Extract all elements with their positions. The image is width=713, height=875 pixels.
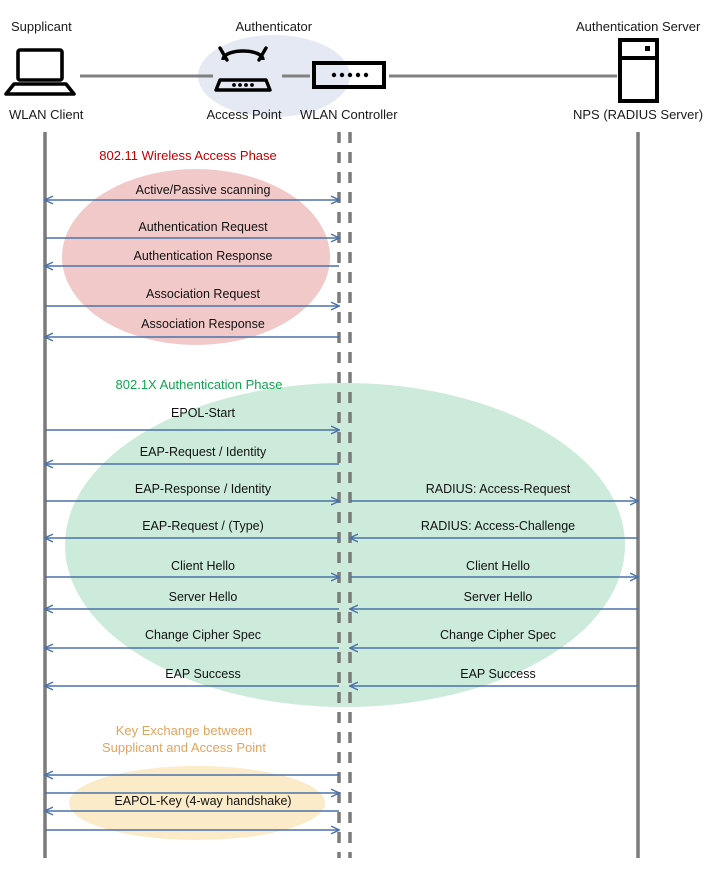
network-switch-icon <box>312 61 386 89</box>
message-label-m04: Association Request <box>146 287 260 301</box>
message-label-m11: Server Hello <box>168 590 238 604</box>
message-label-m06: EPOL-Start <box>171 406 235 420</box>
message-label-m13: EAP Success <box>165 667 241 681</box>
actor-role-access-point: Authenticator <box>235 19 313 34</box>
message-label-m01: Active/Passive scanning <box>135 183 271 197</box>
key-exchange-phase-ellipse <box>69 766 325 840</box>
server-rack-icon <box>618 38 659 103</box>
authenticator-group-ellipse-shape <box>198 35 350 117</box>
message-label-m18: Change Cipher Spec <box>439 628 557 642</box>
dot1x-authentication-phase-ellipse <box>65 383 625 707</box>
message-arrows <box>45 200 638 830</box>
authenticator-group-ellipse <box>198 35 350 117</box>
device-icons <box>4 38 659 103</box>
actor-lifelines <box>43 132 640 858</box>
message-label-m16: Client Hello <box>466 559 530 573</box>
actor-name-access-point: Access Point <box>206 107 282 122</box>
message-label-m08: EAP-Response / Identity <box>134 482 272 496</box>
message-label-m22: EAPOL-Key (4-way handshake) <box>114 794 292 808</box>
message-label-m07: EAP-Request / Identity <box>139 445 267 459</box>
message-label-m05: Association Response <box>141 317 265 331</box>
phase-title-dot1x-authentication-phase: 802.1X Authentication Phase <box>115 377 283 392</box>
message-label-m17: Server Hello <box>463 590 533 604</box>
actor-name-auth-server: NPS (RADIUS Server) <box>573 107 704 122</box>
message-label-m03: Authentication Response <box>133 249 273 263</box>
wireless-access-phase-ellipse <box>62 169 330 345</box>
actor-name-supplicant: WLAN Client <box>9 107 84 122</box>
phase-title-wireless-access-phase: 802.11 Wireless Access Phase <box>99 148 277 163</box>
message-label-m09: EAP-Request / (Type) <box>142 519 264 533</box>
wireless-router-icon <box>214 46 272 92</box>
message-label-m10: Client Hello <box>171 559 235 573</box>
actor-role-supplicant: Supplicant <box>11 19 72 34</box>
message-label-m02: Authentication Request <box>138 220 268 234</box>
message-label-m15: RADIUS: Access-Challenge <box>420 519 576 533</box>
actor-name-wlan-controller: WLAN Controller <box>300 107 398 122</box>
message-label-m12: Change Cipher Spec <box>144 628 262 642</box>
actor-role-auth-server: Authentication Server <box>576 19 701 34</box>
message-label-m19: EAP Success <box>460 667 536 681</box>
laptop-icon <box>4 48 76 96</box>
message-label-m14: RADIUS: Access-Request <box>425 482 571 496</box>
